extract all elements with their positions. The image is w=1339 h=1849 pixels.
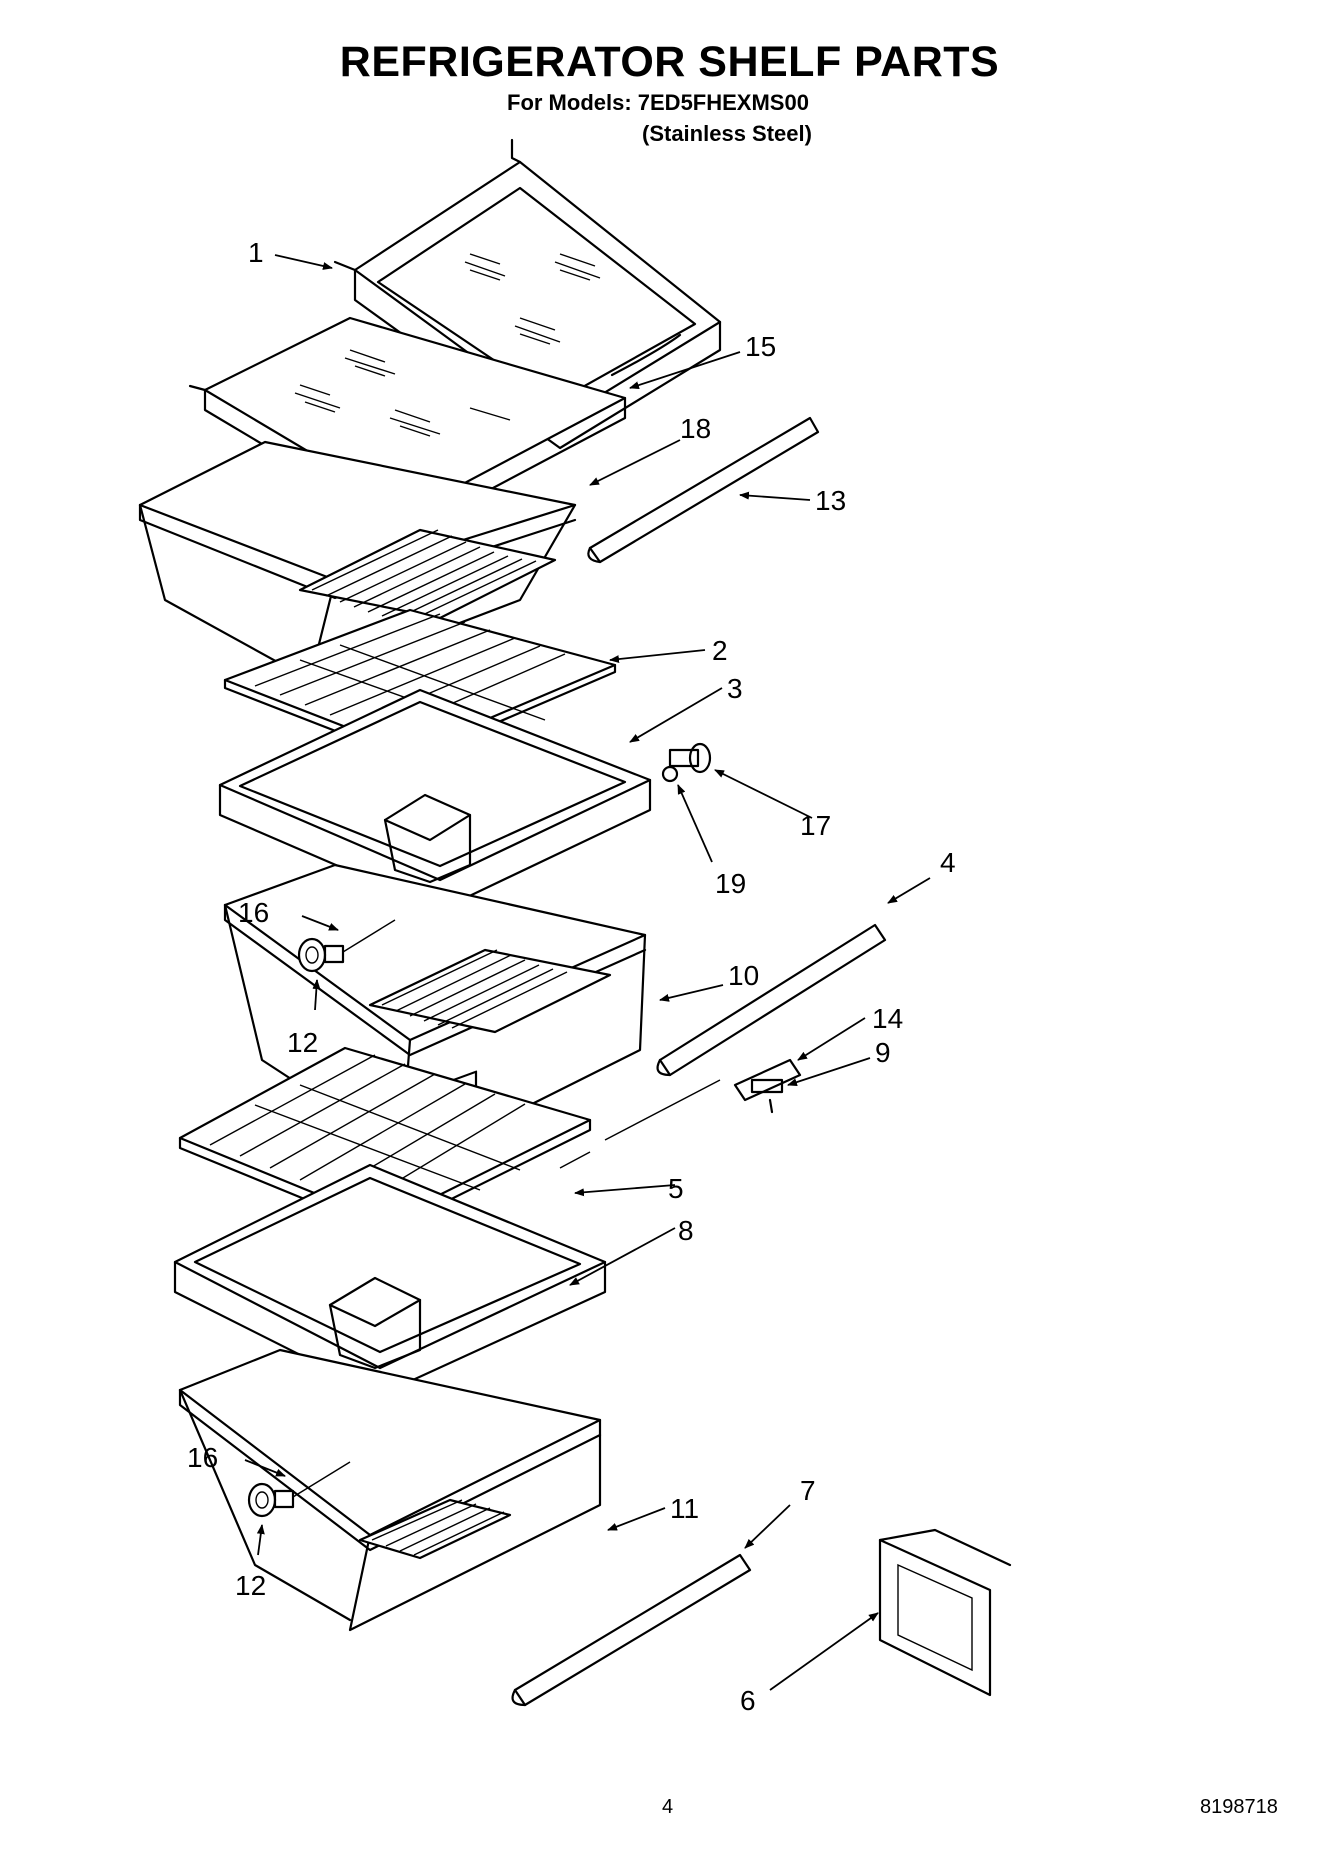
callout-19: 19 [715,868,746,899]
callout-13: 13 [815,485,846,516]
page-number: 4 [662,1796,674,1818]
callout-4: 4 [940,847,956,878]
callout-11: 11 [670,1493,699,1524]
callout-9: 9 [875,1037,891,1068]
part-14-9-clip [733,1058,802,1114]
callout-18: 18 [680,413,711,444]
callout-12-lower: 12 [235,1570,266,1601]
model-variant: (Stainless Steel) [642,121,812,146]
part-6-trim [878,1528,1012,1697]
callout-15: 15 [745,331,776,362]
callout-14: 14 [872,1003,903,1034]
callout-7: 7 [800,1475,816,1506]
callout-17: 17 [800,810,831,841]
part-1-glass-shelf [333,138,722,450]
callout-2: 2 [712,635,728,666]
callout-1: 1 [248,237,264,268]
part-13-rail [587,416,820,564]
callout-labels: 1 15 18 13 2 3 17 19 16 12 4 10 14 9 5 8… [187,237,956,1716]
models-line: For Models: 7ED5FHEXMS00 [507,90,809,115]
callout-16-lower: 16 [187,1442,218,1473]
callout-3: 3 [727,673,743,704]
part-7-rail [511,1553,752,1707]
document-number: 8198718 [1200,1796,1278,1818]
callout-leaders [244,254,931,1691]
callout-12-upper: 12 [287,1027,318,1058]
part-16-12-adjuster-lower [247,1461,351,1518]
part-3-shelf-frame [218,688,652,912]
callout-6: 6 [740,1685,756,1716]
part-11-crisper-drawer [178,1348,602,1632]
callout-10: 10 [728,960,759,991]
page-title: REFRIGERATOR SHELF PARTS [339,38,1000,86]
part-8-shelf-frame [173,1163,607,1397]
part-16-12-adjuster-upper [297,919,396,973]
callout-16-upper: 16 [238,897,269,928]
part-4-rail [656,923,887,1077]
callout-8: 8 [678,1215,694,1246]
part-18-crisper-drawer [138,440,577,682]
part-17-19-roller [661,742,712,783]
callout-5: 5 [668,1173,684,1204]
